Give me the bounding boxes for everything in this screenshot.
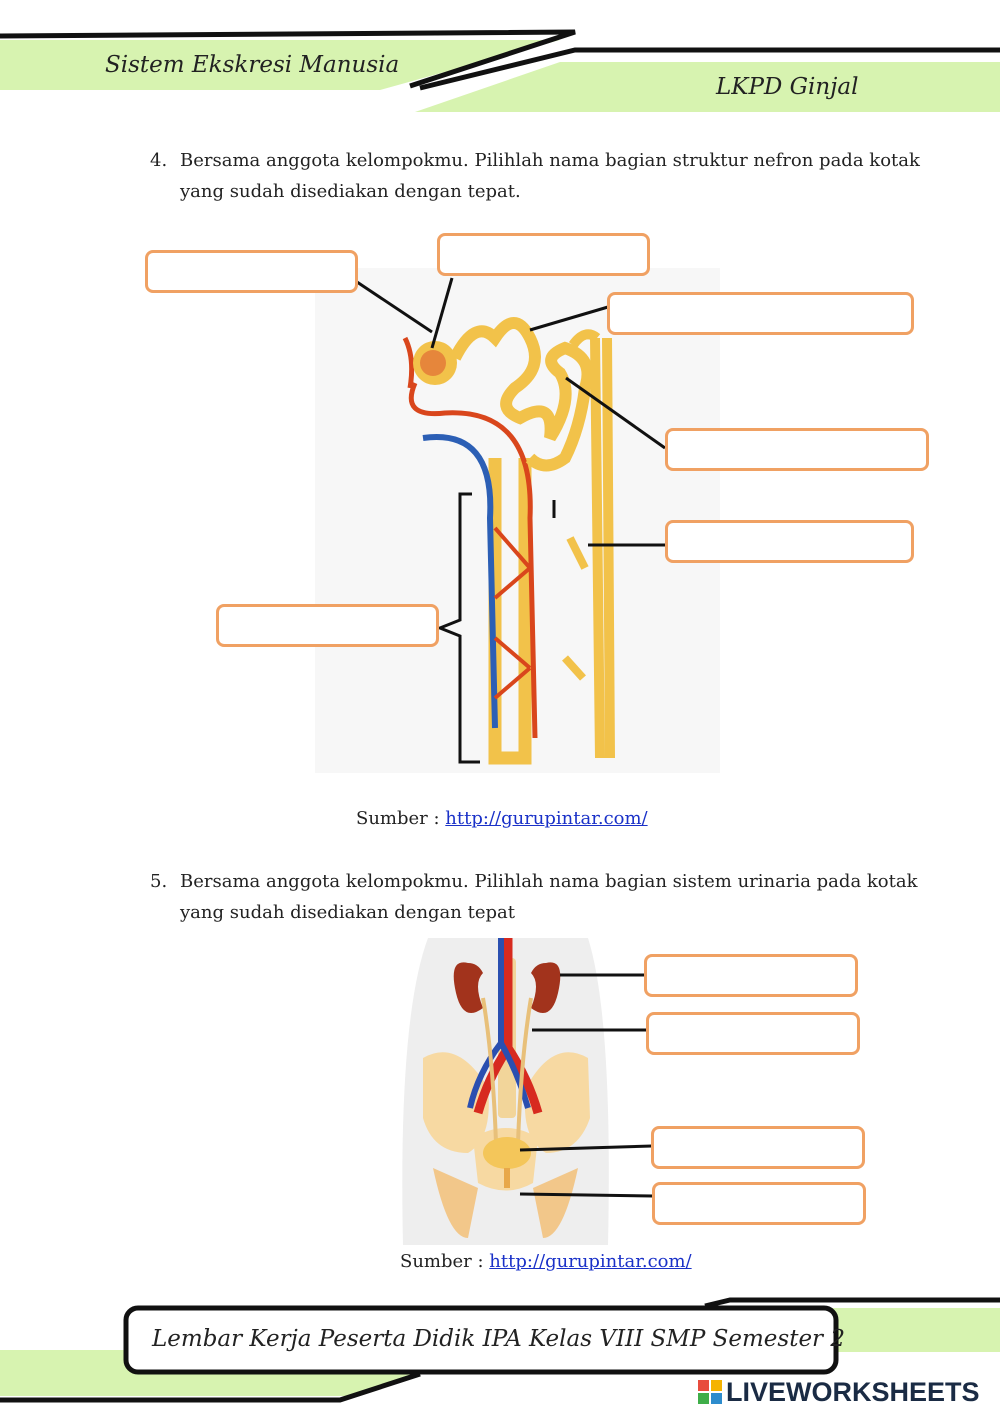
header-left-title: Sistem Ekskresi Manusia: [105, 52, 400, 78]
footer-title: Lembar Kerja Peserta Didik IPA Kelas VII…: [152, 1326, 845, 1352]
liveworksheets-logo-icon: [698, 1380, 722, 1404]
liveworksheets-logo-text: LIVEWORKSHEETS: [726, 1376, 980, 1407]
source-label: Sumber :: [400, 1251, 484, 1272]
urinary-system-diagram: [402, 938, 609, 1245]
answer-box-nephron-6[interactable]: [216, 604, 439, 647]
source-label: Sumber :: [356, 808, 440, 829]
answer-box-urinary-1[interactable]: [644, 954, 858, 997]
answer-box-nephron-5[interactable]: [665, 520, 914, 563]
liveworksheets-logo: LIVEWORKSHEETS: [698, 1376, 980, 1407]
answer-box-urinary-4[interactable]: [652, 1182, 866, 1225]
answer-box-nephron-2[interactable]: [437, 233, 650, 276]
answer-box-nephron-1[interactable]: [145, 250, 358, 293]
source-4: Sumber : http://gurupintar.com/: [356, 808, 648, 829]
nephron-pointer-lines: [356, 277, 666, 764]
header-right-title: LKPD Ginjal: [716, 74, 859, 100]
answer-box-nephron-3[interactable]: [607, 292, 914, 335]
source-link[interactable]: http://gurupintar.com/: [489, 1251, 692, 1272]
answer-box-nephron-4[interactable]: [665, 428, 929, 471]
nephron-diagram: [315, 268, 720, 773]
footer-banner: [0, 1297, 1000, 1403]
question-number: 4.: [150, 150, 168, 171]
question-text: Bersama anggota kelompokmu. Pilihlah nam…: [180, 871, 918, 923]
question-number: 5.: [150, 871, 168, 892]
source-5: Sumber : http://gurupintar.com/: [400, 1251, 692, 1272]
source-link[interactable]: http://gurupintar.com/: [445, 808, 648, 829]
question-text: Bersama anggota kelompokmu. Pilihlah nam…: [180, 150, 920, 202]
header-banner: [0, 29, 1000, 112]
answer-box-urinary-2[interactable]: [646, 1012, 860, 1055]
urinary-pointer-lines: [519, 973, 654, 1198]
answer-box-urinary-3[interactable]: [651, 1126, 865, 1169]
